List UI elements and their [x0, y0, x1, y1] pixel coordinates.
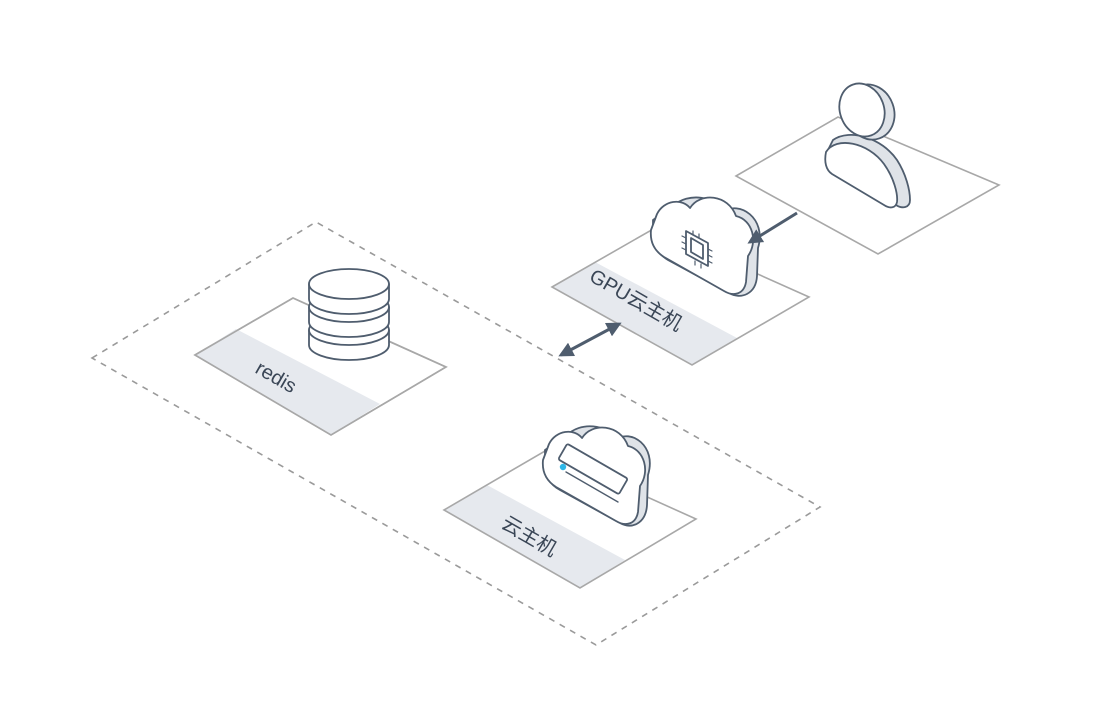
- status-light-icon: [559, 463, 567, 471]
- gpu-host-label-band: [552, 262, 737, 365]
- database-icon: [308, 268, 390, 361]
- gpu-host-node: GPU云主机: [550, 196, 811, 366]
- cloud-host-node: 云主机: [442, 425, 698, 589]
- cloud-server-icon: [541, 425, 651, 527]
- cloud-chip-icon: [649, 196, 761, 297]
- user-icon: [824, 82, 911, 209]
- user-node: [734, 82, 1001, 255]
- gpu-to-group-arrow: [558, 322, 622, 357]
- dashed-group-boundary: [90, 221, 822, 646]
- cloud-host-tile: [444, 451, 696, 588]
- chip-icon: [681, 230, 713, 269]
- redis-node: redis: [193, 268, 448, 436]
- user-to-gpu-arrow: [747, 211, 798, 244]
- redis-label-band: [195, 329, 380, 435]
- gpu-host-tile: [552, 228, 809, 365]
- cloud-host-label-band: [444, 485, 625, 588]
